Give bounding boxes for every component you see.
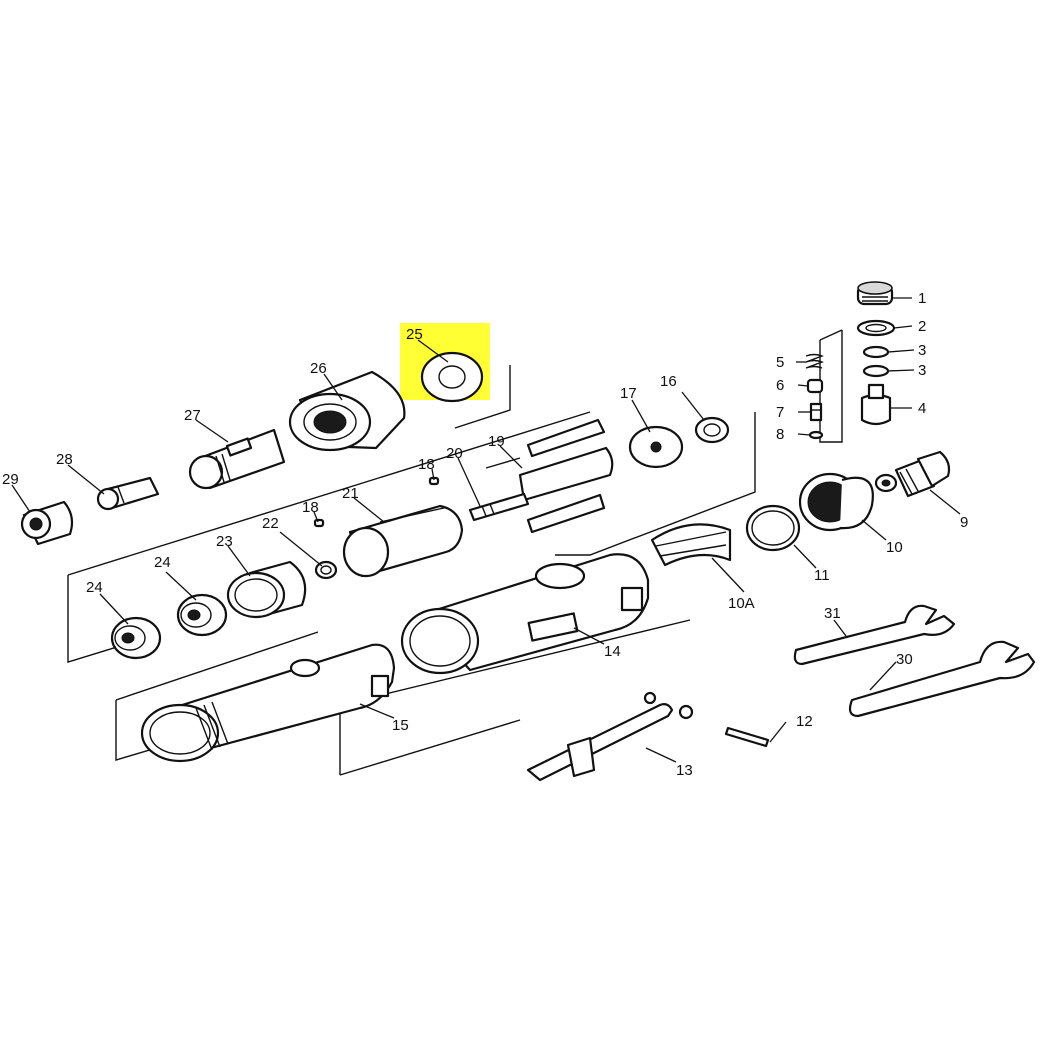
- label-part-6: 6: [776, 377, 784, 394]
- part-28-collet: [96, 476, 160, 511]
- label-part-18b: 18: [302, 499, 319, 516]
- label-part-26: 26: [310, 360, 327, 377]
- label-part-29: 29: [2, 471, 19, 488]
- part-11-o-ring: [745, 504, 801, 552]
- label-part-2: 2: [918, 318, 926, 335]
- label-part-11: 11: [814, 567, 830, 584]
- label-part-8: 8: [776, 426, 784, 443]
- part-labels: 1 2 3 3 4 5 6 7 8 9 10 10A 11 12 13 14 1…: [2, 290, 968, 779]
- label-part-22: 22: [262, 515, 279, 532]
- part-14-motor-housing: [400, 553, 650, 675]
- label-part-9: 9: [960, 514, 968, 531]
- part-10a-liner: [650, 523, 732, 567]
- label-part-24a: 24: [86, 579, 103, 596]
- part-17-end-plate: [628, 425, 684, 469]
- label-part-19: 19: [488, 433, 505, 450]
- part-1-cap: [856, 281, 894, 306]
- part-9-inlet-bushing: [874, 450, 951, 498]
- part-15-handle: [140, 643, 396, 763]
- leader-lines: [11, 297, 961, 763]
- label-part-25: 25: [406, 326, 423, 343]
- label-part-24b: 24: [154, 554, 171, 571]
- part-8-washer: [808, 430, 824, 440]
- part-19-rotor: [485, 418, 614, 534]
- label-part-13: 13: [676, 762, 693, 779]
- part-6-valve: [806, 378, 824, 394]
- label-part-10a: 10A: [728, 595, 755, 612]
- part-4-valve-seat: [860, 383, 892, 426]
- part-25-washer: [420, 351, 484, 403]
- part-16-bearing: [694, 416, 730, 444]
- label-part-12: 12: [796, 713, 813, 730]
- part-20-spindle: [468, 492, 530, 522]
- label-part-18a: 18: [418, 456, 435, 473]
- part-24-bearing-b: [110, 616, 162, 660]
- part-26-clamp-nut: [288, 370, 406, 452]
- label-part-15: 15: [392, 717, 409, 734]
- label-part-1: 1: [918, 290, 926, 307]
- part-12-pin: [724, 726, 770, 748]
- label-part-16: 16: [660, 373, 677, 390]
- label-part-3b: 3: [918, 362, 926, 379]
- part-10-housing: [798, 472, 874, 532]
- label-part-4: 4: [918, 400, 926, 417]
- label-part-5: 5: [776, 354, 784, 371]
- part-3-ring-b: [862, 364, 890, 378]
- part-24-bearing-a: [176, 593, 228, 637]
- label-part-31: 31: [824, 605, 841, 622]
- label-part-28: 28: [56, 451, 73, 468]
- part-30-wrench: [848, 640, 1036, 718]
- part-2-washer: [856, 319, 896, 337]
- label-part-21: 21: [342, 485, 359, 502]
- label-part-3a: 3: [918, 342, 926, 359]
- part-13-throttle-lever: [526, 691, 694, 782]
- part-31-wrench: [793, 604, 956, 666]
- label-part-20: 20: [446, 445, 463, 462]
- label-part-27: 27: [184, 407, 201, 424]
- part-23-bushing: [226, 560, 307, 619]
- part-27-collet-body: [188, 428, 286, 490]
- label-part-10: 10: [886, 539, 903, 556]
- part-21-cylinder: [342, 504, 464, 578]
- part-18-pin-b: [313, 518, 325, 528]
- label-part-17: 17: [620, 385, 637, 402]
- label-part-7: 7: [776, 404, 784, 421]
- part-5-spring: [805, 353, 824, 369]
- label-part-14: 14: [604, 643, 621, 660]
- part-7-pin: [809, 402, 823, 422]
- label-part-30: 30: [896, 651, 913, 668]
- part-29-collet-nut: [20, 500, 74, 546]
- part-3-ring-a: [862, 345, 890, 359]
- label-part-23: 23: [216, 533, 233, 550]
